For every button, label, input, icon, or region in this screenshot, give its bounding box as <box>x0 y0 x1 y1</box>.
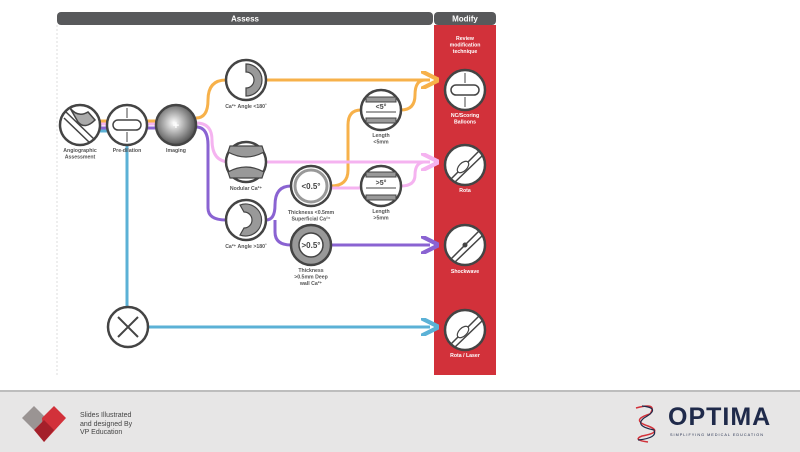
credit-line: and designed By <box>80 420 133 428</box>
angle-gt-180-node[interactable] <box>224 198 268 242</box>
rota-laser-option[interactable] <box>443 308 487 352</box>
calcium-modification-flowchart: Assess Modify Review modification techni… <box>56 12 496 375</box>
rota-option[interactable] <box>443 143 487 187</box>
label: Thickness <box>298 268 323 274</box>
label: >0.5mm Deep <box>294 275 328 281</box>
modify-subtitle: Review <box>456 36 475 42</box>
length-gt-5-node[interactable] <box>359 164 403 208</box>
short-symbol: <5° <box>376 103 387 111</box>
label: Length <box>372 209 389 215</box>
optima-logo-icon <box>635 405 656 443</box>
label: Rota / Laser <box>450 353 480 359</box>
length-lt-5-node[interactable] <box>359 88 403 132</box>
long-symbol: >5° <box>376 179 387 187</box>
vp-education-logo <box>22 406 66 442</box>
label: Assessment <box>65 155 96 161</box>
thickness-lt-0.5-node[interactable] <box>289 164 333 208</box>
pre-dilation-node[interactable] <box>105 103 149 147</box>
label: Superficial Ca²⁺ <box>291 217 330 223</box>
no-imaging-node[interactable] <box>106 305 150 349</box>
label: Length <box>372 133 389 139</box>
orange-path-length <box>330 78 426 188</box>
nc-scoring-balloons-option[interactable] <box>443 68 487 112</box>
thin-symbol: <0.5° <box>302 182 321 191</box>
modify-subtitle: modification <box>450 43 481 49</box>
angle-lt-180-node[interactable] <box>224 58 268 102</box>
credit-text: Slides Illustrated and designed By VP Ed… <box>80 412 150 438</box>
label: Ca²⁺ Angle >180˚ <box>225 243 267 250</box>
nodular-ca-node[interactable] <box>224 140 268 184</box>
label: Thickness <0.5mm <box>288 210 335 216</box>
thick-symbol: >0.5° <box>302 241 321 250</box>
assess-title: Assess <box>231 15 260 24</box>
label: Shockwave <box>451 269 479 275</box>
credit-line: Slides Illustrated <box>80 412 132 419</box>
label: Balloons <box>454 120 476 126</box>
shockwave-option[interactable] <box>443 223 487 267</box>
pink-path-length <box>331 160 426 190</box>
modify-header <box>434 12 496 25</box>
label: Rota <box>459 188 471 194</box>
label: Ca²⁺ Angle <180˚ <box>225 103 267 110</box>
footer: Slides Illustrated and designed By VP Ed… <box>0 390 800 452</box>
label: Pre-dilation <box>113 148 142 154</box>
label: <5mm <box>373 140 389 146</box>
assess-header <box>57 12 433 25</box>
thickness-gt-0.5-node[interactable] <box>289 223 333 267</box>
modify-title: Modify <box>452 15 478 24</box>
node-labels: Angiographic Assessment Pre-dilation Ima… <box>63 103 480 359</box>
imaging-node[interactable] <box>154 103 198 147</box>
brand-name: OPTIMA <box>668 403 772 431</box>
label: wall Ca²⁺ <box>299 281 323 287</box>
angiographic-assessment-node[interactable] <box>58 103 102 147</box>
label: >5mm <box>373 216 389 222</box>
label: Imaging <box>166 148 186 154</box>
label: NC/Scoring <box>451 113 479 119</box>
credit-line: VP Education <box>80 429 123 436</box>
label: Nodular Ca²⁺ <box>230 186 262 192</box>
label: Angiographic <box>63 148 97 154</box>
plus-icon: + <box>173 120 179 132</box>
brand-tagline: SIMPLIFYING MEDICAL EDUCATION <box>670 433 764 437</box>
modify-subtitle: technique <box>453 49 478 55</box>
